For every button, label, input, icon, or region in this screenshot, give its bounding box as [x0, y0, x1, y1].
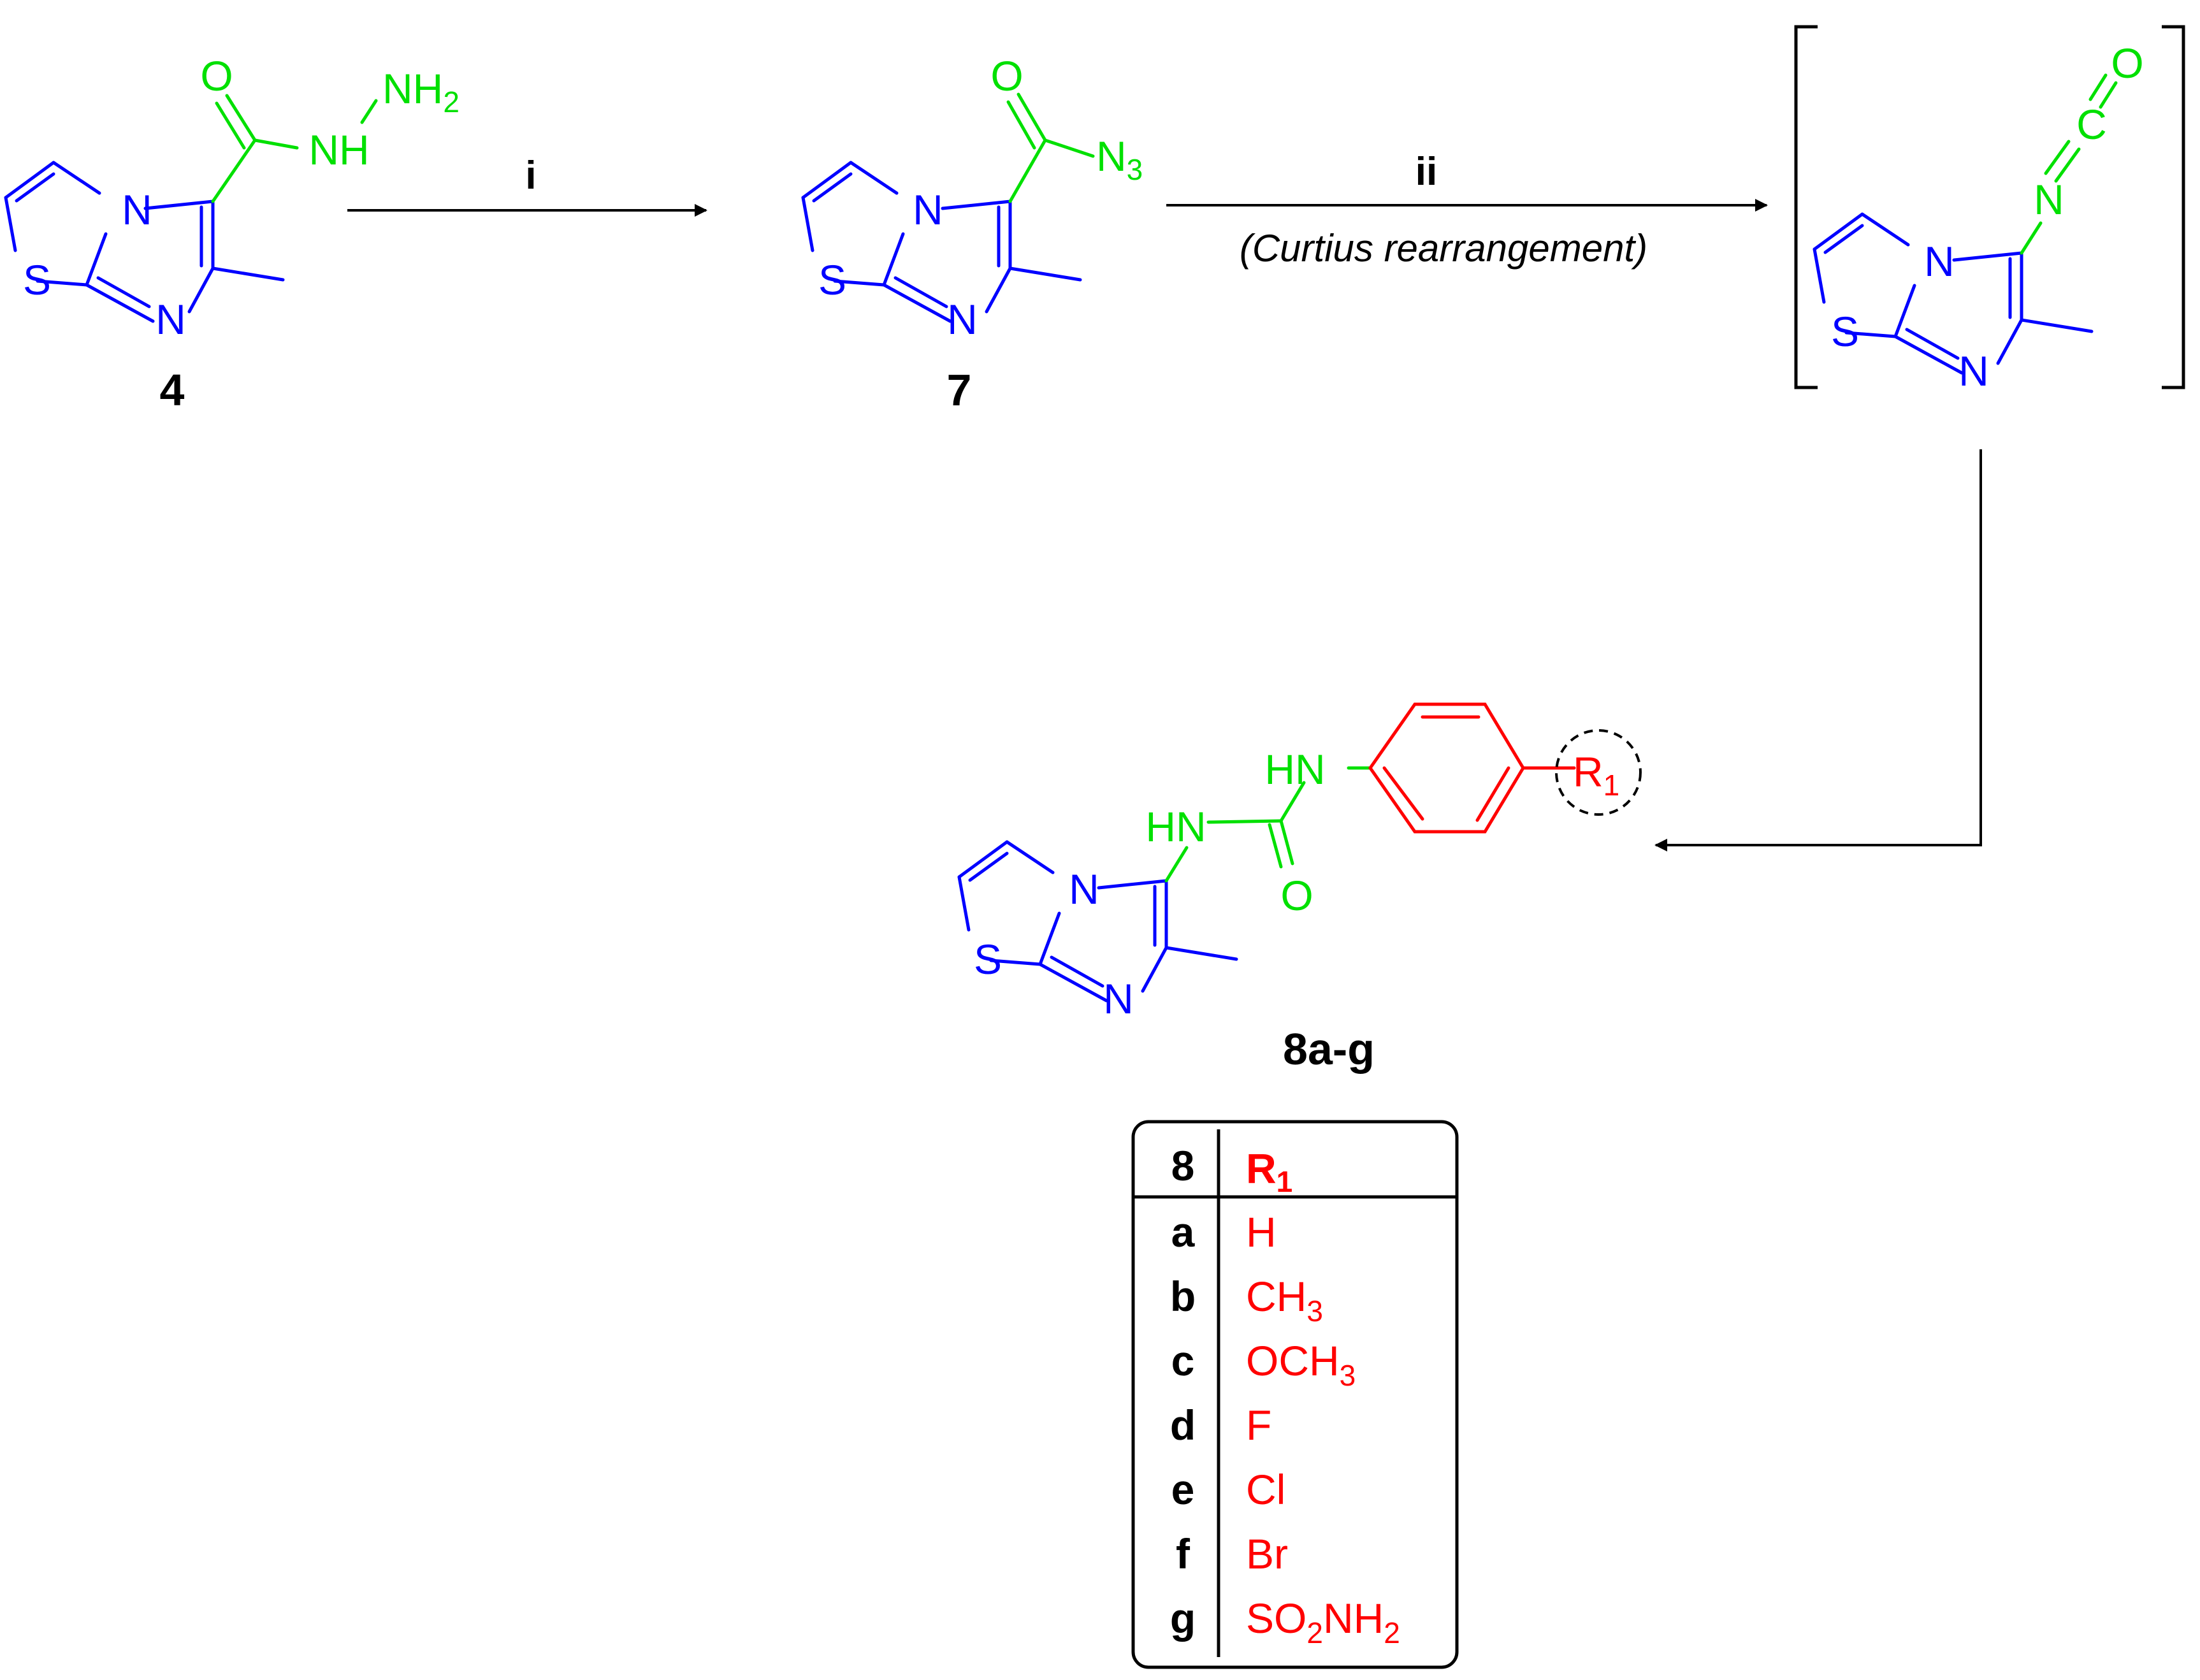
table-row-id: e [1171, 1466, 1195, 1513]
substituent-r1: R1 [1573, 748, 1619, 802]
substituent-table: 8 R1 a Hb CH3 c OCH3 d Fe Cl f Br g SO2NH2 [1131, 1120, 1459, 1669]
bridgehead-nitrogen: N [122, 186, 152, 233]
table-row-substituent: CH3 [1246, 1273, 1323, 1328]
compound-label-7: 7 [947, 365, 972, 415]
curtius-note: (Curtius rearrangement) [1240, 227, 1647, 270]
isocyanate-oxygen: O [2111, 40, 2143, 87]
azide-group: N3 [1096, 133, 1143, 186]
step-2-label: ii [1415, 150, 1437, 194]
compound-7: S N N O N3 7 [803, 52, 1143, 415]
table-rows: a Hb CH3 c OCH3 d Fe Cl f Br g SO2NH2 [1170, 1208, 1400, 1649]
substituent-marker [1555, 729, 1642, 816]
urea-oxygen: O [1280, 872, 1313, 919]
table-header-r1: R1 [1246, 1145, 1292, 1198]
table-row-id: b [1170, 1273, 1196, 1320]
bridgehead-nitrogen: N [1924, 238, 1955, 285]
table-row-id: c [1171, 1337, 1195, 1384]
compound-4: S N N O NH NH2 4 [6, 52, 460, 415]
table-row-substituent: SO2NH2 [1246, 1595, 1400, 1649]
isocyanate-nitrogen: N [2034, 176, 2064, 223]
reaction-arrow-step-2: ii (Curtius rearrangement) [1166, 150, 1768, 270]
table-row-substituent: Cl [1246, 1466, 1285, 1513]
urea-nh-1: HN [1145, 803, 1206, 850]
square-brackets [1794, 25, 2185, 389]
isocyanate-intermediate: S N N N C O [1794, 25, 2185, 395]
urea-nh-2: HN [1264, 746, 1325, 793]
isocyanate-group [2020, 73, 2118, 255]
imidazole-nitrogen: N [1103, 975, 1134, 1022]
reaction-arrow-step-3 [1654, 449, 1982, 851]
hydrazide-nh: NH [308, 126, 369, 173]
compound-label-4: 4 [160, 365, 185, 415]
table-row-substituent: OCH3 [1246, 1337, 1356, 1392]
table-row-id: f [1176, 1530, 1190, 1577]
imidazole-nitrogen: N [947, 296, 978, 343]
table-row-id: d [1170, 1401, 1196, 1449]
compound-8: S N N HN HN O R1 8a-g [959, 702, 1642, 1074]
table-row-substituent: H [1246, 1208, 1277, 1256]
isocyanate-carbon: C [2076, 101, 2107, 148]
sulfur-atom: S [1831, 308, 1859, 355]
compound-label-8: 8a-g [1283, 1024, 1375, 1074]
sulfur-atom: S [974, 936, 1002, 983]
bridgehead-nitrogen: N [1069, 865, 1099, 913]
sulfur-atom: S [818, 256, 846, 303]
acyl-azide-group [1006, 92, 1095, 203]
phenyl-ring [1368, 702, 1576, 834]
table-frame [1131, 1120, 1459, 1669]
bridgehead-nitrogen: N [913, 186, 943, 233]
carbonyl-oxygen: O [200, 52, 233, 99]
imidazole-nitrogen: N [1958, 347, 1989, 395]
hydrazide-nh2: NH2 [382, 65, 460, 119]
table-row-substituent: Br [1246, 1530, 1288, 1577]
imidazole-nitrogen: N [156, 296, 186, 343]
sulfur-atom: S [23, 256, 51, 303]
table-row-id: a [1171, 1208, 1196, 1256]
hydrazide-group [211, 94, 378, 203]
urea-linker [1164, 766, 1372, 883]
carbonyl-oxygen: O [990, 52, 1023, 99]
step-1-label: i [525, 154, 536, 198]
reaction-arrow-step-1: i [347, 154, 707, 217]
table-row-substituent: F [1246, 1401, 1271, 1449]
table-row-id: g [1170, 1595, 1196, 1642]
table-header-compound: 8 [1171, 1142, 1195, 1189]
